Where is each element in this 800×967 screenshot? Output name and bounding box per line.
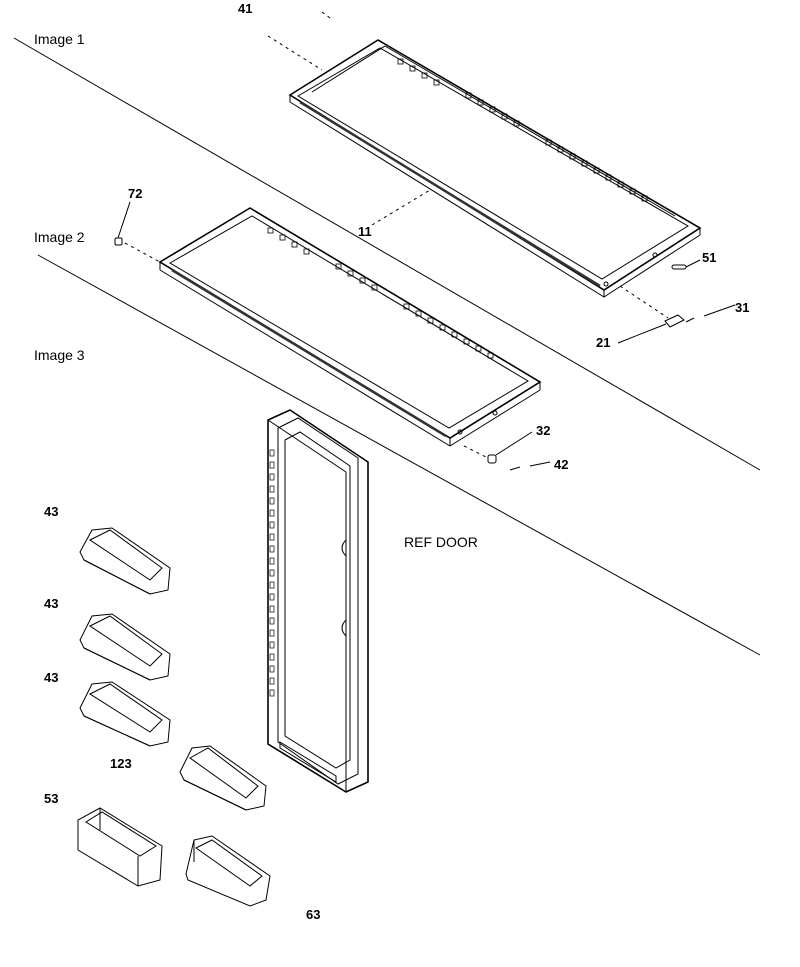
callout-11: 11 — [358, 224, 372, 239]
fastener-41-leaders — [267, 11, 331, 71]
callout-63: 63 — [306, 907, 321, 922]
fastener-31 — [685, 304, 736, 323]
fastener-51 — [671, 259, 701, 270]
shelf-1 — [288, 39, 702, 298]
callout-53: 53 — [44, 791, 59, 806]
shelf-2 — [158, 207, 542, 447]
shelf-1-vent-slots — [397, 58, 648, 202]
ref-door-liner — [267, 409, 369, 793]
door-bin-43-c — [79, 681, 171, 747]
callout-43-a: 43 — [44, 504, 59, 519]
door-liner-holes — [269, 449, 275, 697]
door-bin-123 — [179, 745, 267, 811]
ref-door-title: REF DOOR — [404, 534, 478, 550]
callout-32: 32 — [536, 423, 551, 438]
divider-line-1 — [13, 37, 761, 471]
callout-43-c: 43 — [44, 670, 59, 685]
callout-21: 21 — [596, 335, 611, 350]
leader-11 — [371, 189, 431, 226]
door-bin-53 — [77, 807, 163, 887]
section-label-image-2: Image 2 — [34, 229, 85, 245]
section-label-image-3: Image 3 — [34, 347, 85, 363]
callout-31: 31 — [735, 300, 750, 315]
fastener-32 — [487, 431, 533, 464]
door-bin-63 — [185, 835, 271, 907]
divider-line-2 — [37, 254, 761, 656]
section-label-image-1: Image 1 — [34, 31, 85, 47]
door-bin-43-b — [79, 613, 171, 681]
callout-41: 41 — [238, 1, 253, 16]
door-bin-43-a — [79, 527, 171, 595]
hinge-21 — [617, 314, 685, 344]
callout-123: 123 — [110, 756, 132, 771]
callout-43-b: 43 — [44, 596, 59, 611]
callout-51: 51 — [702, 250, 717, 265]
leader-72-shelf — [124, 242, 161, 263]
fastener-72 — [114, 201, 131, 246]
fastener-42 — [509, 461, 551, 471]
shelf-2-vent-slots — [267, 227, 494, 359]
callout-42: 42 — [554, 457, 569, 472]
callout-72: 72 — [128, 186, 143, 201]
